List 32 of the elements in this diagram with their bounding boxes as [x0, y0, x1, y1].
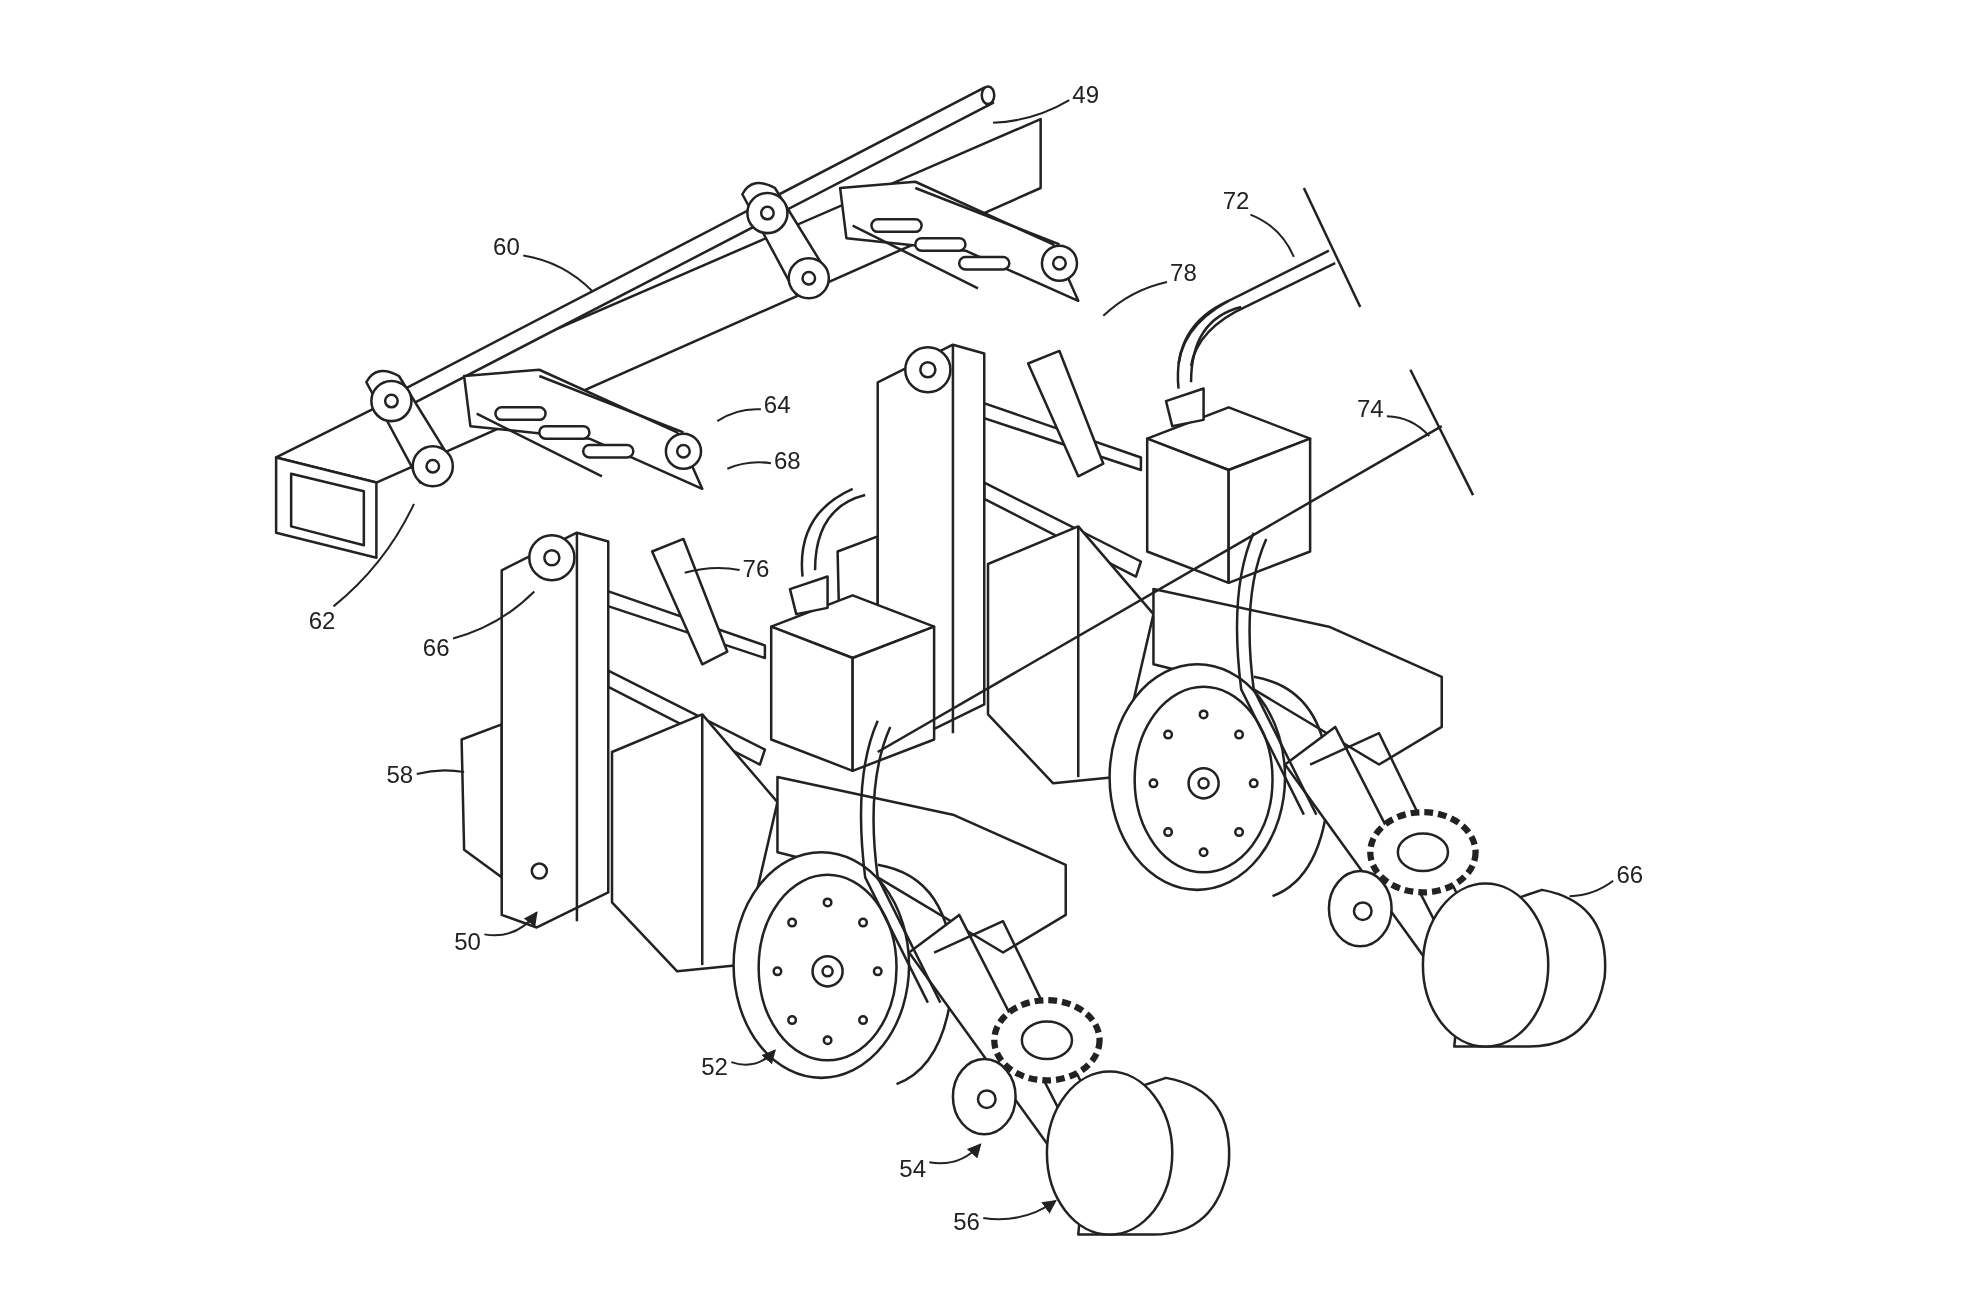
leader-line — [523, 254, 593, 292]
callout-number: 50 — [454, 929, 481, 954]
leader-line — [1250, 213, 1295, 258]
leader-line — [983, 1199, 1057, 1221]
leader-line — [716, 408, 761, 422]
callout-number: 76 — [742, 557, 770, 582]
callout-number: 64 — [763, 393, 791, 417]
leader-line — [1102, 281, 1168, 317]
callout-number: 54 — [899, 1156, 926, 1181]
callout-number: 56 — [953, 1210, 980, 1235]
leader-line — [484, 911, 538, 937]
callout-number: 52 — [701, 1055, 728, 1079]
leader-line — [1569, 879, 1614, 898]
callout-number: 68 — [773, 449, 801, 474]
callout-number: 74 — [1356, 396, 1384, 421]
callout-number: 58 — [386, 762, 414, 787]
leader-line — [731, 1049, 776, 1066]
leader-line — [684, 567, 740, 574]
callout-number: 78 — [1170, 261, 1197, 286]
callout-number: 62 — [308, 608, 336, 633]
callout-number: 66 — [422, 636, 450, 661]
callout-number: 60 — [493, 235, 520, 259]
leader-line — [726, 461, 772, 470]
callout-number: 66 — [1616, 863, 1644, 888]
callout-number: 49 — [1072, 83, 1099, 108]
leader-line — [452, 590, 535, 640]
leader-line — [992, 99, 1070, 124]
leader-line — [1386, 415, 1430, 437]
leader-line — [332, 503, 415, 608]
leader-line — [416, 769, 465, 775]
leader-line — [929, 1143, 982, 1165]
callout-number: 72 — [1222, 188, 1250, 213]
